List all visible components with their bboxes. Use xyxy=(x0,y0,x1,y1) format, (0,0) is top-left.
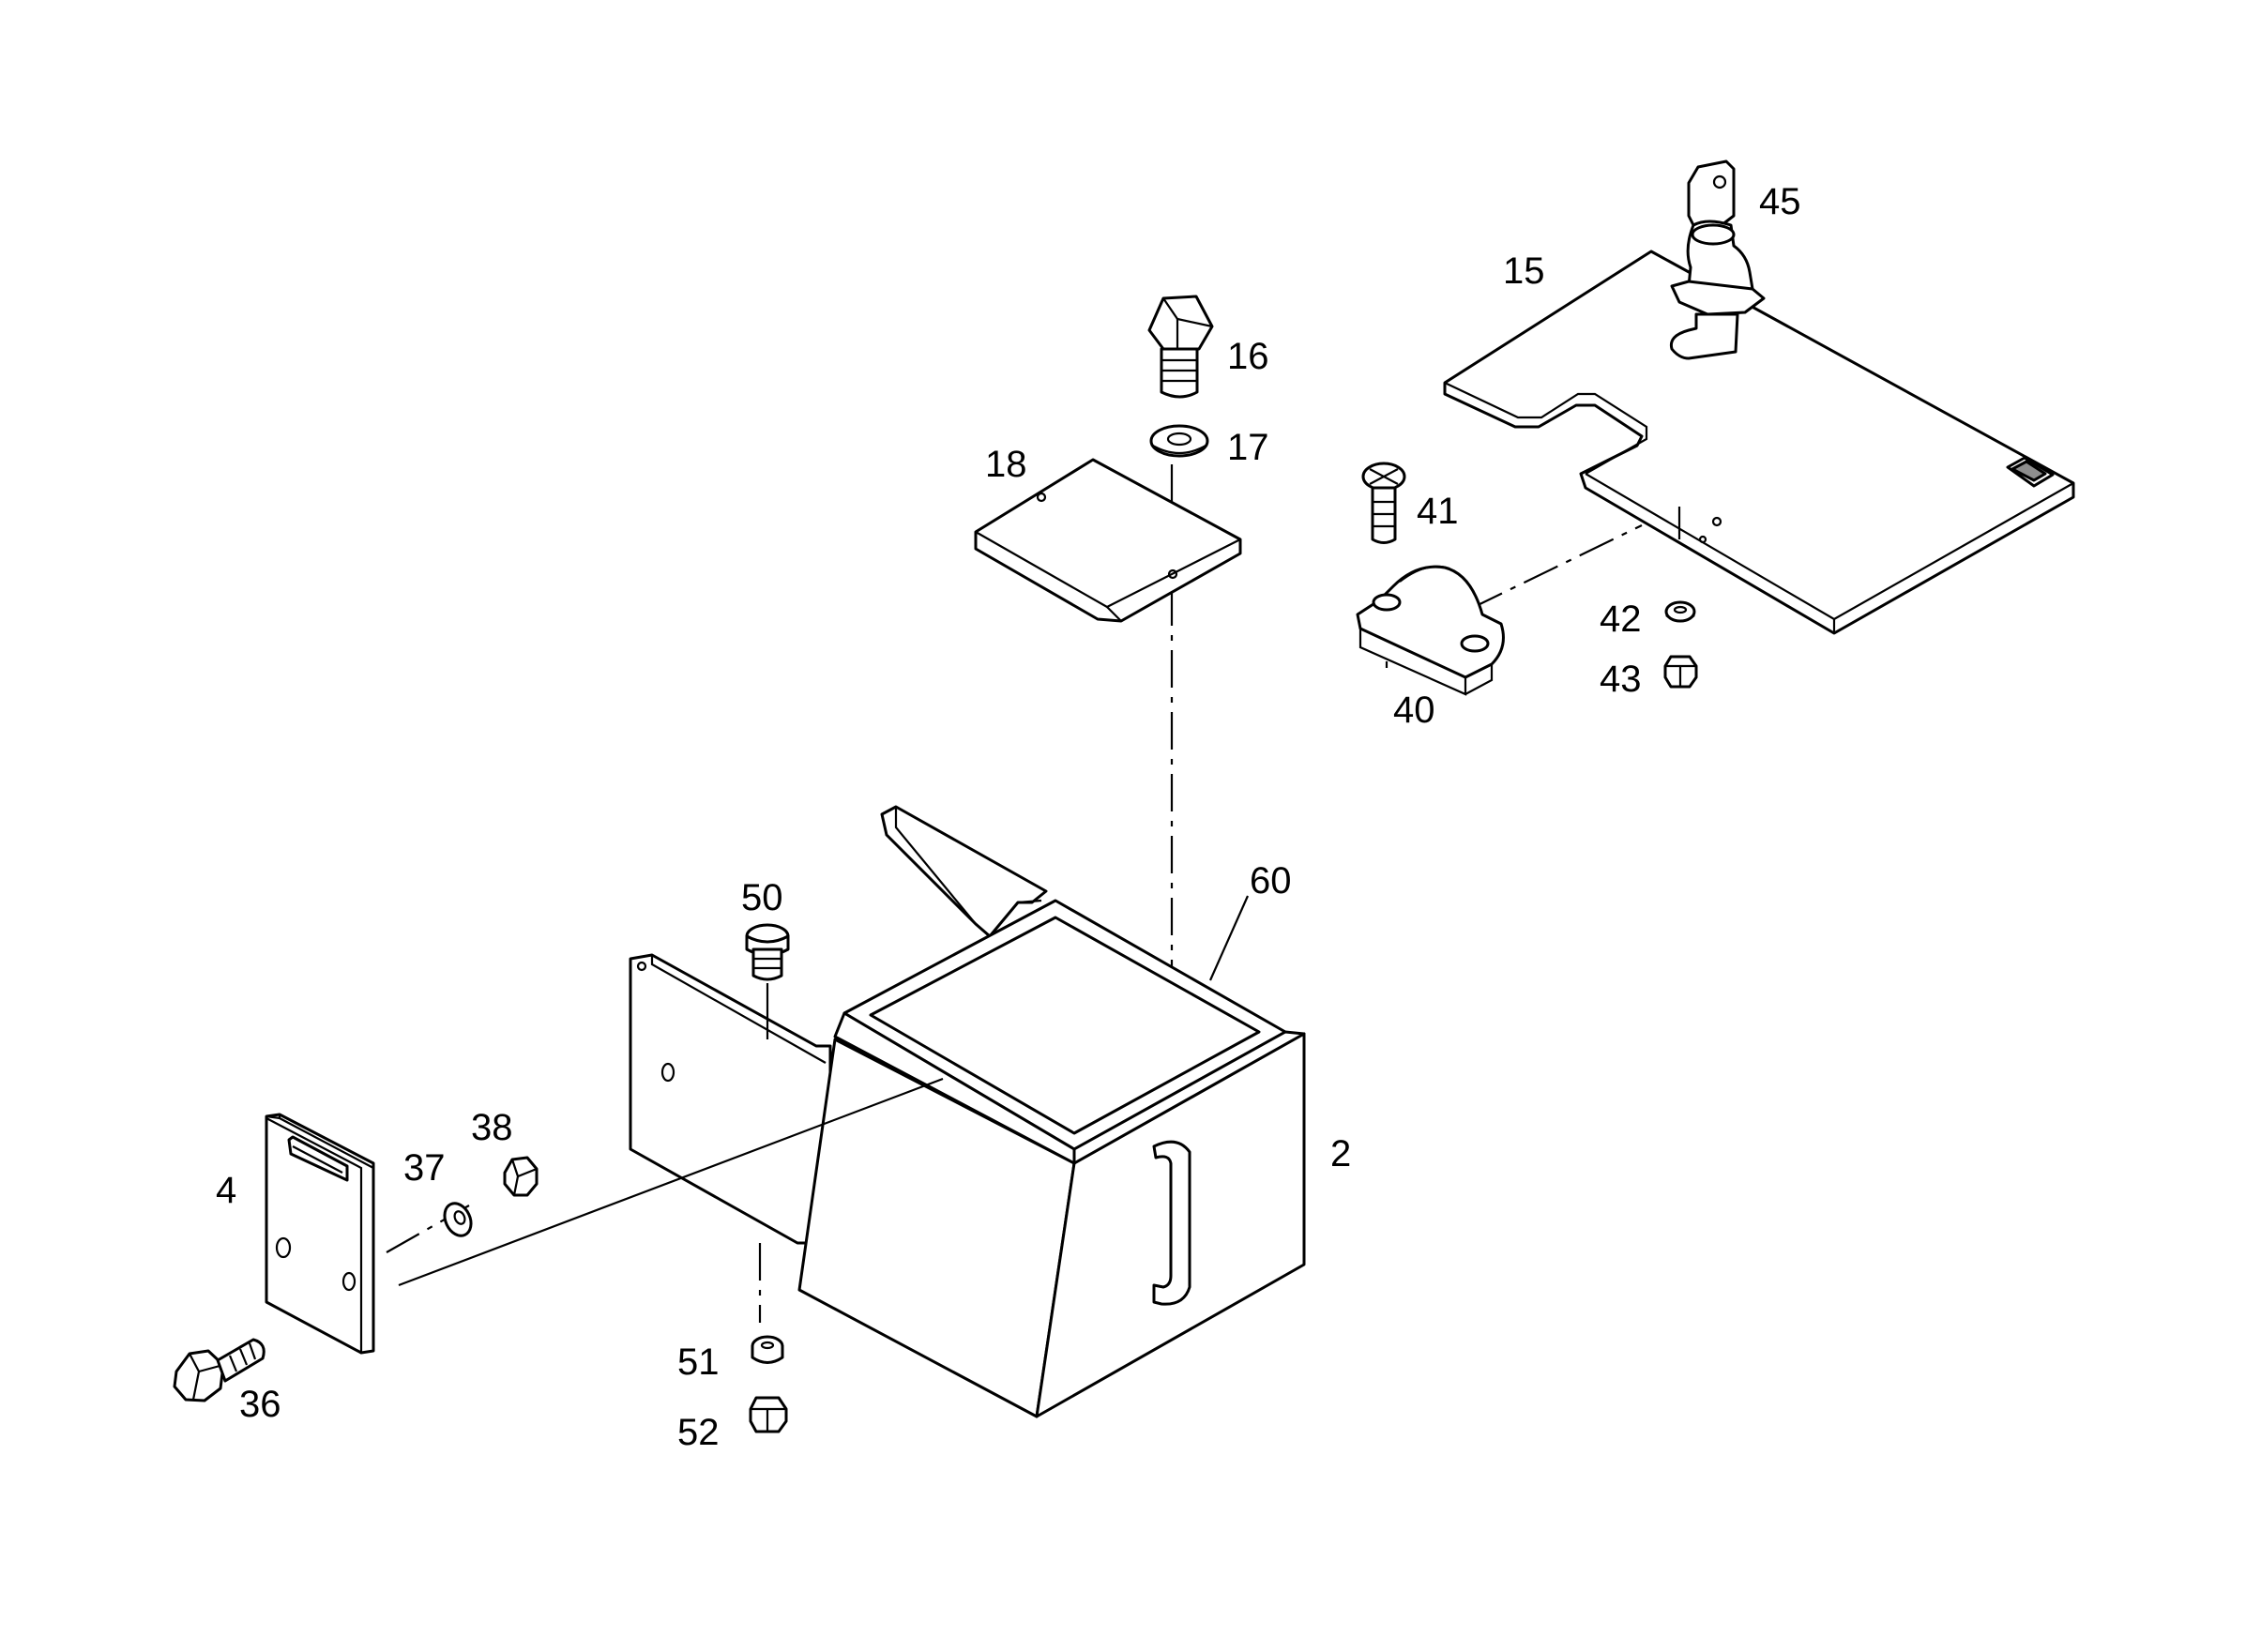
washer-part-17[interactable] xyxy=(1149,424,1209,458)
cover-plate-part-18[interactable] xyxy=(974,458,1242,623)
label-part-17: 17 xyxy=(1227,427,1269,468)
key-switch-part-45[interactable] xyxy=(1669,159,1766,360)
label-part-15: 15 xyxy=(1503,250,1545,292)
top-plate-part-15[interactable] xyxy=(1443,250,2075,635)
nut-part-52[interactable] xyxy=(749,1396,788,1433)
rim-seal-part-60 xyxy=(1208,895,1250,981)
label-part-18: 18 xyxy=(985,444,1027,485)
clamp-bracket-part-40[interactable] xyxy=(1356,565,1505,696)
label-part-38: 38 xyxy=(471,1107,513,1148)
part-number-labels: 2 4 15 16 17 18 36 37 38 40 41 42 43 45 … xyxy=(216,181,1801,1453)
label-part-42: 42 xyxy=(1600,599,1642,640)
label-part-50: 50 xyxy=(741,877,783,918)
washer-part-42[interactable] xyxy=(1664,600,1696,623)
label-part-43: 43 xyxy=(1600,659,1642,700)
label-part-36: 36 xyxy=(239,1384,281,1425)
label-part-4: 4 xyxy=(216,1170,236,1211)
label-part-16: 16 xyxy=(1227,336,1269,377)
label-part-2: 2 xyxy=(1330,1133,1351,1175)
lock-washer-part-51[interactable] xyxy=(751,1335,784,1364)
nut-part-38[interactable] xyxy=(503,1156,539,1197)
battery-box-part-2[interactable] xyxy=(629,805,1306,1418)
label-part-40: 40 xyxy=(1393,690,1435,731)
hex-bolt-part-36[interactable] xyxy=(173,1338,266,1402)
bolt-part-50[interactable] xyxy=(745,923,790,1039)
washer-part-37[interactable] xyxy=(440,1199,477,1240)
label-part-45: 45 xyxy=(1759,181,1801,222)
hex-bolt-part-16[interactable] xyxy=(1147,295,1214,399)
label-part-52: 52 xyxy=(677,1412,720,1453)
label-part-41: 41 xyxy=(1417,491,1459,532)
screw-part-41[interactable] xyxy=(1361,462,1406,544)
holder-plate-part-4[interactable] xyxy=(265,1113,375,1355)
label-part-60: 60 xyxy=(1250,860,1292,902)
label-part-51: 51 xyxy=(677,1341,720,1383)
leader-lines xyxy=(398,899,1042,1287)
nut-part-43[interactable] xyxy=(1663,655,1698,689)
label-part-37: 37 xyxy=(403,1147,446,1189)
